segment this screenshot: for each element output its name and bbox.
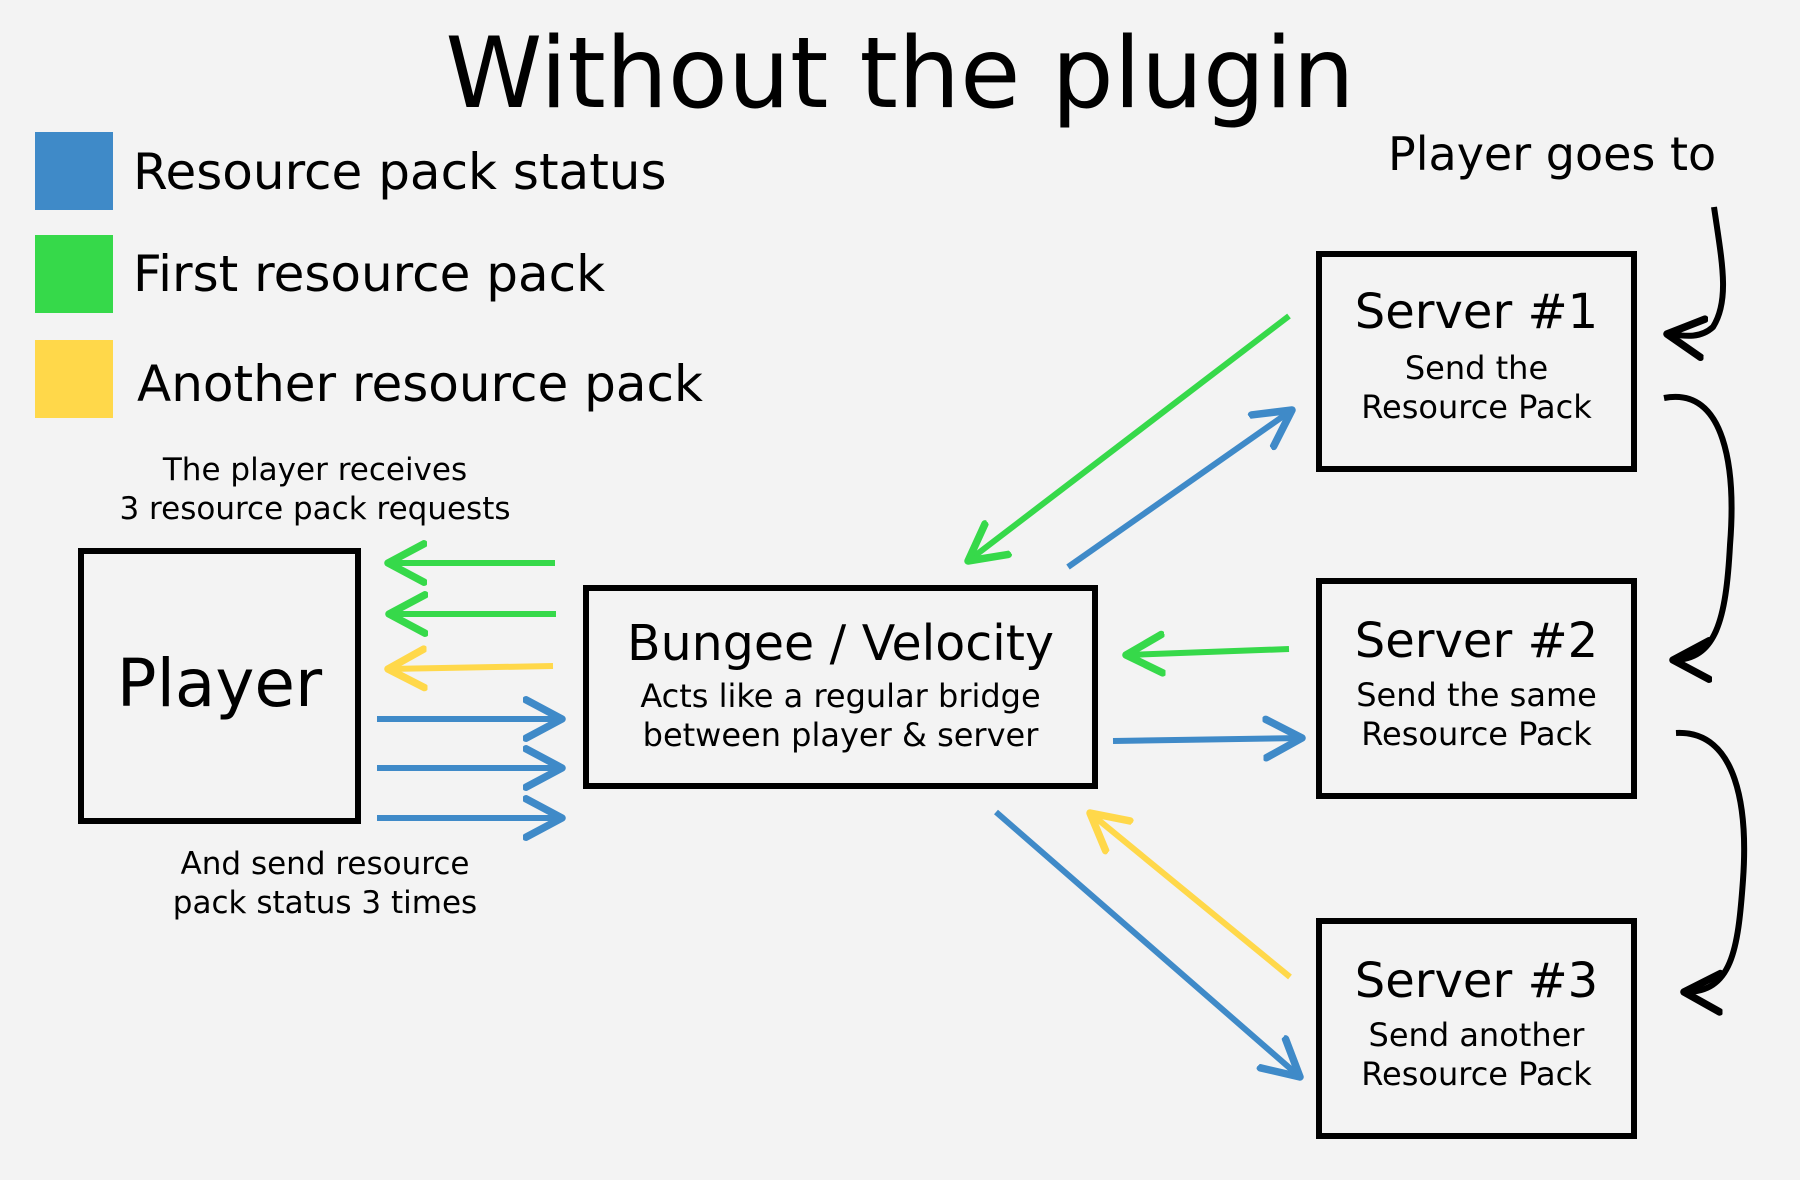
server-3-subtitle: Send another Resource Pack: [1361, 1016, 1592, 1093]
page-title: Without the plugin: [445, 17, 1355, 131]
server-2-title: Server #2: [1354, 613, 1599, 669]
legend-label-status: Resource pack status: [133, 143, 667, 201]
flow-arrow-into-server1: [1667, 206, 1727, 336]
proxy-node: Bungee / Velocity Acts like a regular br…: [583, 585, 1098, 789]
server-2-subtitle: Send the same Resource Pack: [1356, 676, 1597, 753]
flow-arrow-server1-to-server2: [1663, 393, 1735, 660]
arrow-another-pack-to-player: [388, 666, 554, 669]
legend-swatch-status: [35, 132, 113, 210]
player-goes-to-label: Player goes to: [1388, 127, 1717, 181]
server-1-node: Server #1 Send the Resource Pack: [1316, 251, 1637, 472]
legend-label-another-pack: Another resource pack: [137, 355, 703, 413]
server-3-title: Server #3: [1354, 953, 1599, 1009]
caption-receives-requests: The player receives 3 resource pack requ…: [119, 452, 511, 527]
server-1-title: Server #1: [1354, 284, 1599, 340]
player-title: Player: [116, 645, 323, 722]
player-node: Player: [78, 548, 361, 824]
server-2-node: Server #2 Send the same Resource Pack: [1316, 578, 1637, 799]
arrow-proxy-status-to-server2: [1112, 738, 1302, 741]
arrow-server2-pack-to-proxy: [1126, 649, 1290, 655]
proxy-title: Bungee / Velocity: [626, 615, 1054, 672]
arrow-proxy-status-to-server1: [1066, 410, 1292, 570]
arrow-server1-pack-to-proxy: [968, 313, 1291, 561]
flow-arrow-server2-to-server3: [1675, 729, 1748, 992]
legend-swatch-first-pack: [35, 235, 113, 313]
arrow-proxy-status-to-server3: [994, 809, 1300, 1077]
legend-label-first-pack: First resource pack: [133, 245, 606, 303]
legend-swatch-another-pack: [35, 340, 113, 418]
caption-sends-status: And send resource pack status 3 times: [172, 846, 478, 921]
server-1-subtitle: Send the Resource Pack: [1361, 349, 1592, 426]
proxy-subtitle: Acts like a regular bridge between playe…: [640, 677, 1041, 754]
arrow-server3-pack-to-proxy: [1090, 813, 1292, 980]
server-3-node: Server #3 Send another Resource Pack: [1316, 918, 1637, 1139]
